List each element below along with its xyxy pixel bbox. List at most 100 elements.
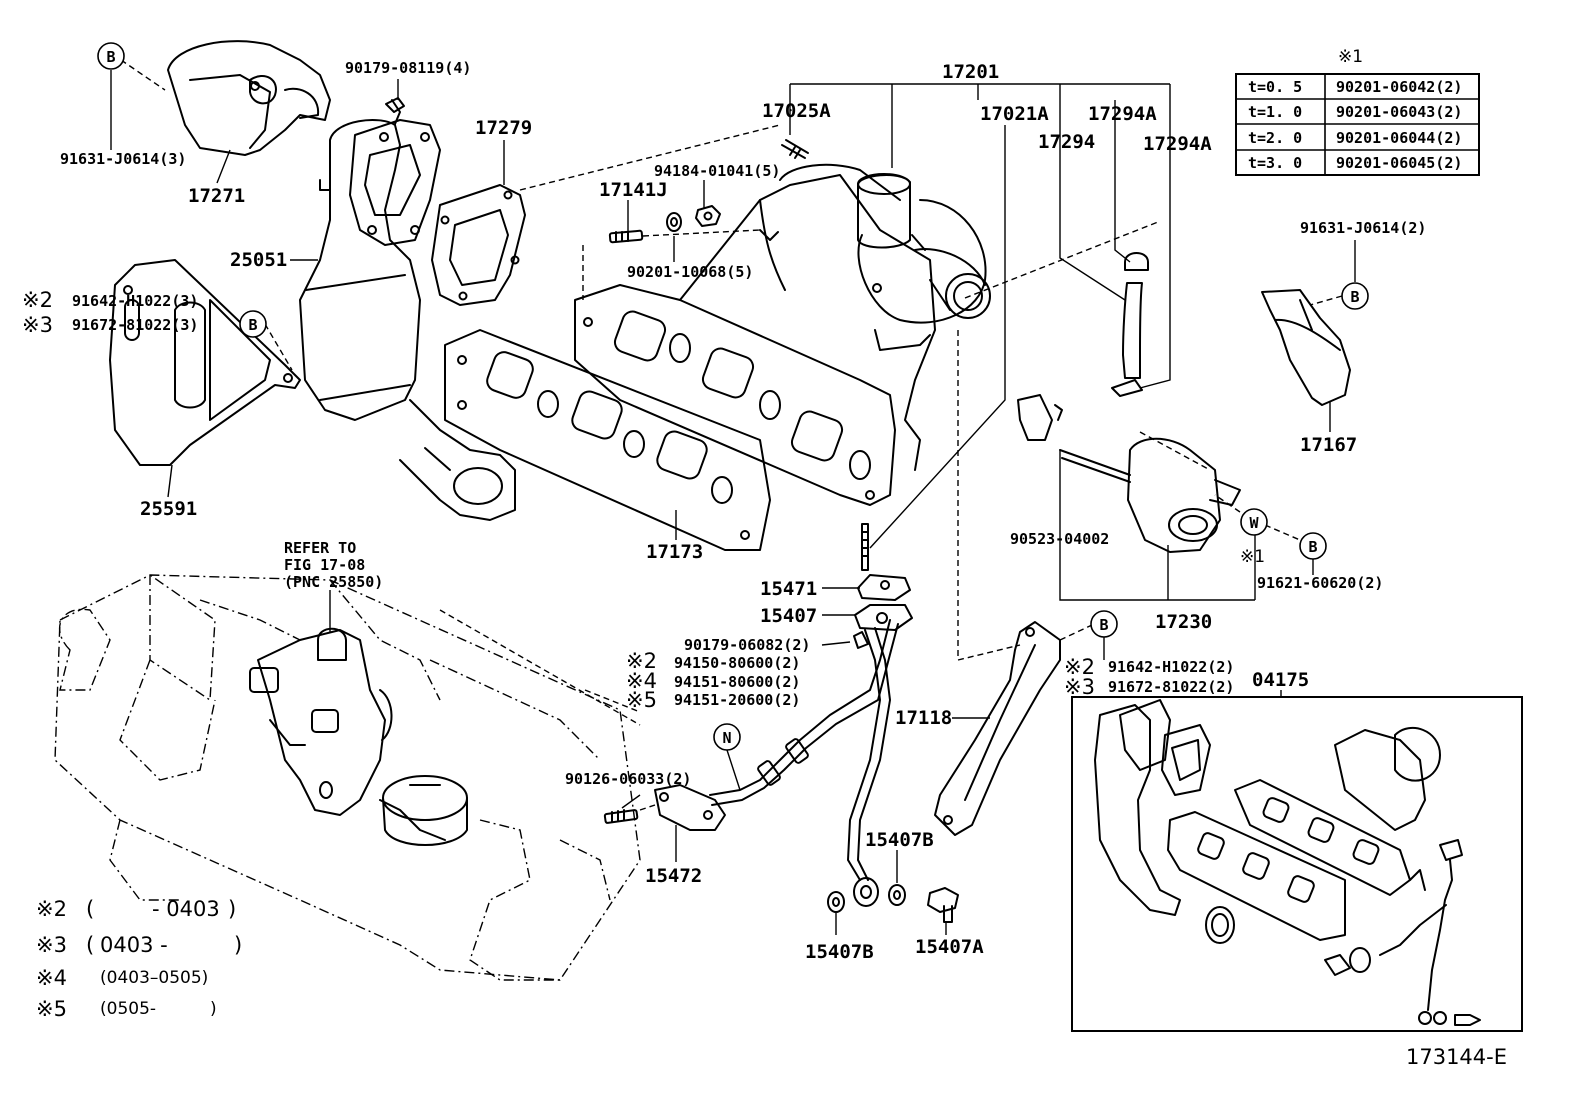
- exhaust-converter-25051-drawing: [299, 119, 516, 521]
- shim-row-4-thickness: t=3. 0: [1248, 154, 1302, 172]
- label-94150-80600: 94150-80600(2): [674, 654, 800, 672]
- shim-row-4-part: 90201-06045(2): [1336, 154, 1462, 172]
- marker-1-actuator: ※1: [1240, 547, 1265, 567]
- bracket-25591-drawing: [109, 259, 301, 466]
- label-25591: 25591: [140, 498, 197, 520]
- label-15472: 15472: [645, 865, 702, 887]
- legend-row-4-mark: ※5: [36, 997, 67, 1021]
- hose-17294-drawing: [1111, 252, 1149, 397]
- legend-row-2-mark: ※3: [36, 933, 67, 957]
- label-90126-06033: 90126-06033(2): [565, 770, 691, 788]
- label-15407a: 15407A: [915, 936, 984, 958]
- label-17173: 17173: [646, 541, 703, 563]
- label-90523-04002: 90523-04002: [1010, 530, 1109, 548]
- legend-row-1-open: (: [86, 897, 94, 921]
- turbocharger-drawing: [759, 163, 991, 351]
- label-15407b-upper: 15407B: [865, 829, 934, 851]
- gasket-17173-drawing: [444, 329, 771, 551]
- label-90179-06082: 90179-06082(2): [684, 636, 810, 654]
- shim-table: ※1 t=0. 5 90201-06042(2) t=1. 0 90201-06…: [1235, 47, 1480, 176]
- wastegate-actuator-drawing: [1017, 394, 1241, 553]
- fasteners-upper-drawing: [608, 139, 809, 244]
- circle-b-actuator-text: B: [1308, 538, 1317, 556]
- label-91631-j0614-3: 91631-J0614(3): [60, 150, 186, 168]
- circle-b-left: [239, 310, 267, 338]
- exhaust-manifold-drawing: [574, 174, 936, 506]
- egr-valve-drawing: [249, 627, 468, 846]
- label-25051: 25051: [230, 249, 287, 271]
- label-91621-60620: 91621-60620(2): [1257, 574, 1383, 592]
- engine-block-drawing: [54, 573, 641, 981]
- circle-w-text: W: [1249, 514, 1259, 532]
- legend-row-2-close: ): [234, 933, 242, 957]
- circle-b-left-text: B: [248, 316, 257, 334]
- label-17167: 17167: [1300, 434, 1357, 456]
- part-labels: 17201 17025A 17021A 17294A 17294 17294A …: [22, 59, 1507, 1069]
- figure-code: 173144-E: [1406, 1045, 1507, 1069]
- label-17294: 17294: [1038, 131, 1095, 153]
- union-bolt-drawing: [827, 884, 959, 923]
- shim-row-3-thickness: t=2. 0: [1248, 129, 1302, 147]
- circle-b-stay: [1090, 610, 1118, 638]
- label-17294a-upper: 17294A: [1088, 103, 1157, 125]
- circle-b-right: [1341, 282, 1369, 310]
- gasket-17279-drawing: [431, 184, 526, 306]
- marker-5-pipe: ※5: [626, 688, 657, 712]
- heat-insulator-17167-drawing: [1261, 289, 1351, 406]
- label-17201: 17201: [942, 61, 999, 83]
- legend-row-1-close: ): [228, 897, 236, 921]
- label-17294a-lower: 17294A: [1143, 133, 1212, 155]
- gasket-kit-inset: [1071, 696, 1523, 1032]
- label-94151-80600: 94151-80600(2): [674, 673, 800, 691]
- label-17021a: 17021A: [980, 103, 1049, 125]
- oil-pipes-drawing: [709, 523, 913, 907]
- stay-17118-drawing: [934, 621, 1061, 836]
- shim-row-1-part: 90201-06042(2): [1336, 78, 1462, 96]
- shim-row-2-thickness: t=1. 0: [1248, 103, 1302, 121]
- circle-n-text: N: [722, 729, 731, 747]
- label-91642-h1022-3: 91642-H1022(3): [72, 292, 198, 310]
- gasket-15472-drawing: [603, 784, 726, 831]
- label-91642-h1022-2: 91642-H1022(2): [1108, 658, 1234, 676]
- leader-lines: [110, 59, 1356, 935]
- circle-b-upper-left: [97, 42, 125, 70]
- circle-b-actuator: [1299, 532, 1327, 560]
- refer-line-3: (PNC 25850): [284, 573, 383, 591]
- label-91672-81022-2: 91672-81022(2): [1108, 678, 1234, 696]
- legend-row-3-mark: ※4: [36, 966, 67, 990]
- label-94151-20600: 94151-20600(2): [674, 691, 800, 709]
- label-91631-j0614-2: 91631-J0614(2): [1300, 219, 1426, 237]
- legend-row-2-open: (: [86, 933, 94, 957]
- marker-3-left: ※3: [22, 313, 53, 337]
- refer-line-1: REFER TO: [284, 539, 356, 557]
- callout-circles: B B B B B W N: [97, 42, 1369, 751]
- label-91672-81022-3: 91672-81022(3): [72, 316, 198, 334]
- legend-row-3-range: (0403–0505): [100, 968, 208, 988]
- label-17279: 17279: [475, 117, 532, 139]
- circle-b-upper-left-text: B: [106, 48, 115, 66]
- label-90179-08119: 90179-08119(4): [345, 59, 471, 77]
- circle-w: [1240, 508, 1268, 536]
- refer-line-2: FIG 17-08: [284, 556, 365, 574]
- marker-2-stay: ※2: [1064, 655, 1095, 679]
- label-15471: 15471: [760, 578, 817, 600]
- label-15407b-lower: 15407B: [805, 941, 874, 963]
- circle-b-right-text: B: [1350, 288, 1359, 306]
- label-17141j: 17141J: [599, 179, 668, 201]
- shim-row-1-thickness: t=0. 5: [1248, 78, 1302, 96]
- label-17271: 17271: [188, 185, 245, 207]
- marker-2-pipe: ※2: [626, 649, 657, 673]
- legend-row-2-range: 0403 -: [100, 933, 168, 957]
- marker-4-pipe: ※4: [626, 669, 657, 693]
- label-94184-01041: 94184-01041(5): [654, 162, 780, 180]
- label-17230: 17230: [1155, 611, 1212, 633]
- marker-3-stay: ※3: [1064, 675, 1095, 699]
- legend-row-1-mark: ※2: [36, 897, 67, 921]
- circle-n: [713, 723, 741, 751]
- shim-row-3-part: 90201-06044(2): [1336, 129, 1462, 147]
- circle-b-stay-text: B: [1099, 616, 1108, 634]
- converter-flange-drawing: [349, 97, 441, 246]
- legend-row-4-close: ): [210, 999, 217, 1019]
- date-legend: ※2 ( - 0403 ) ※3 ( 0403 - ) ※4 (0403–050…: [36, 897, 242, 1021]
